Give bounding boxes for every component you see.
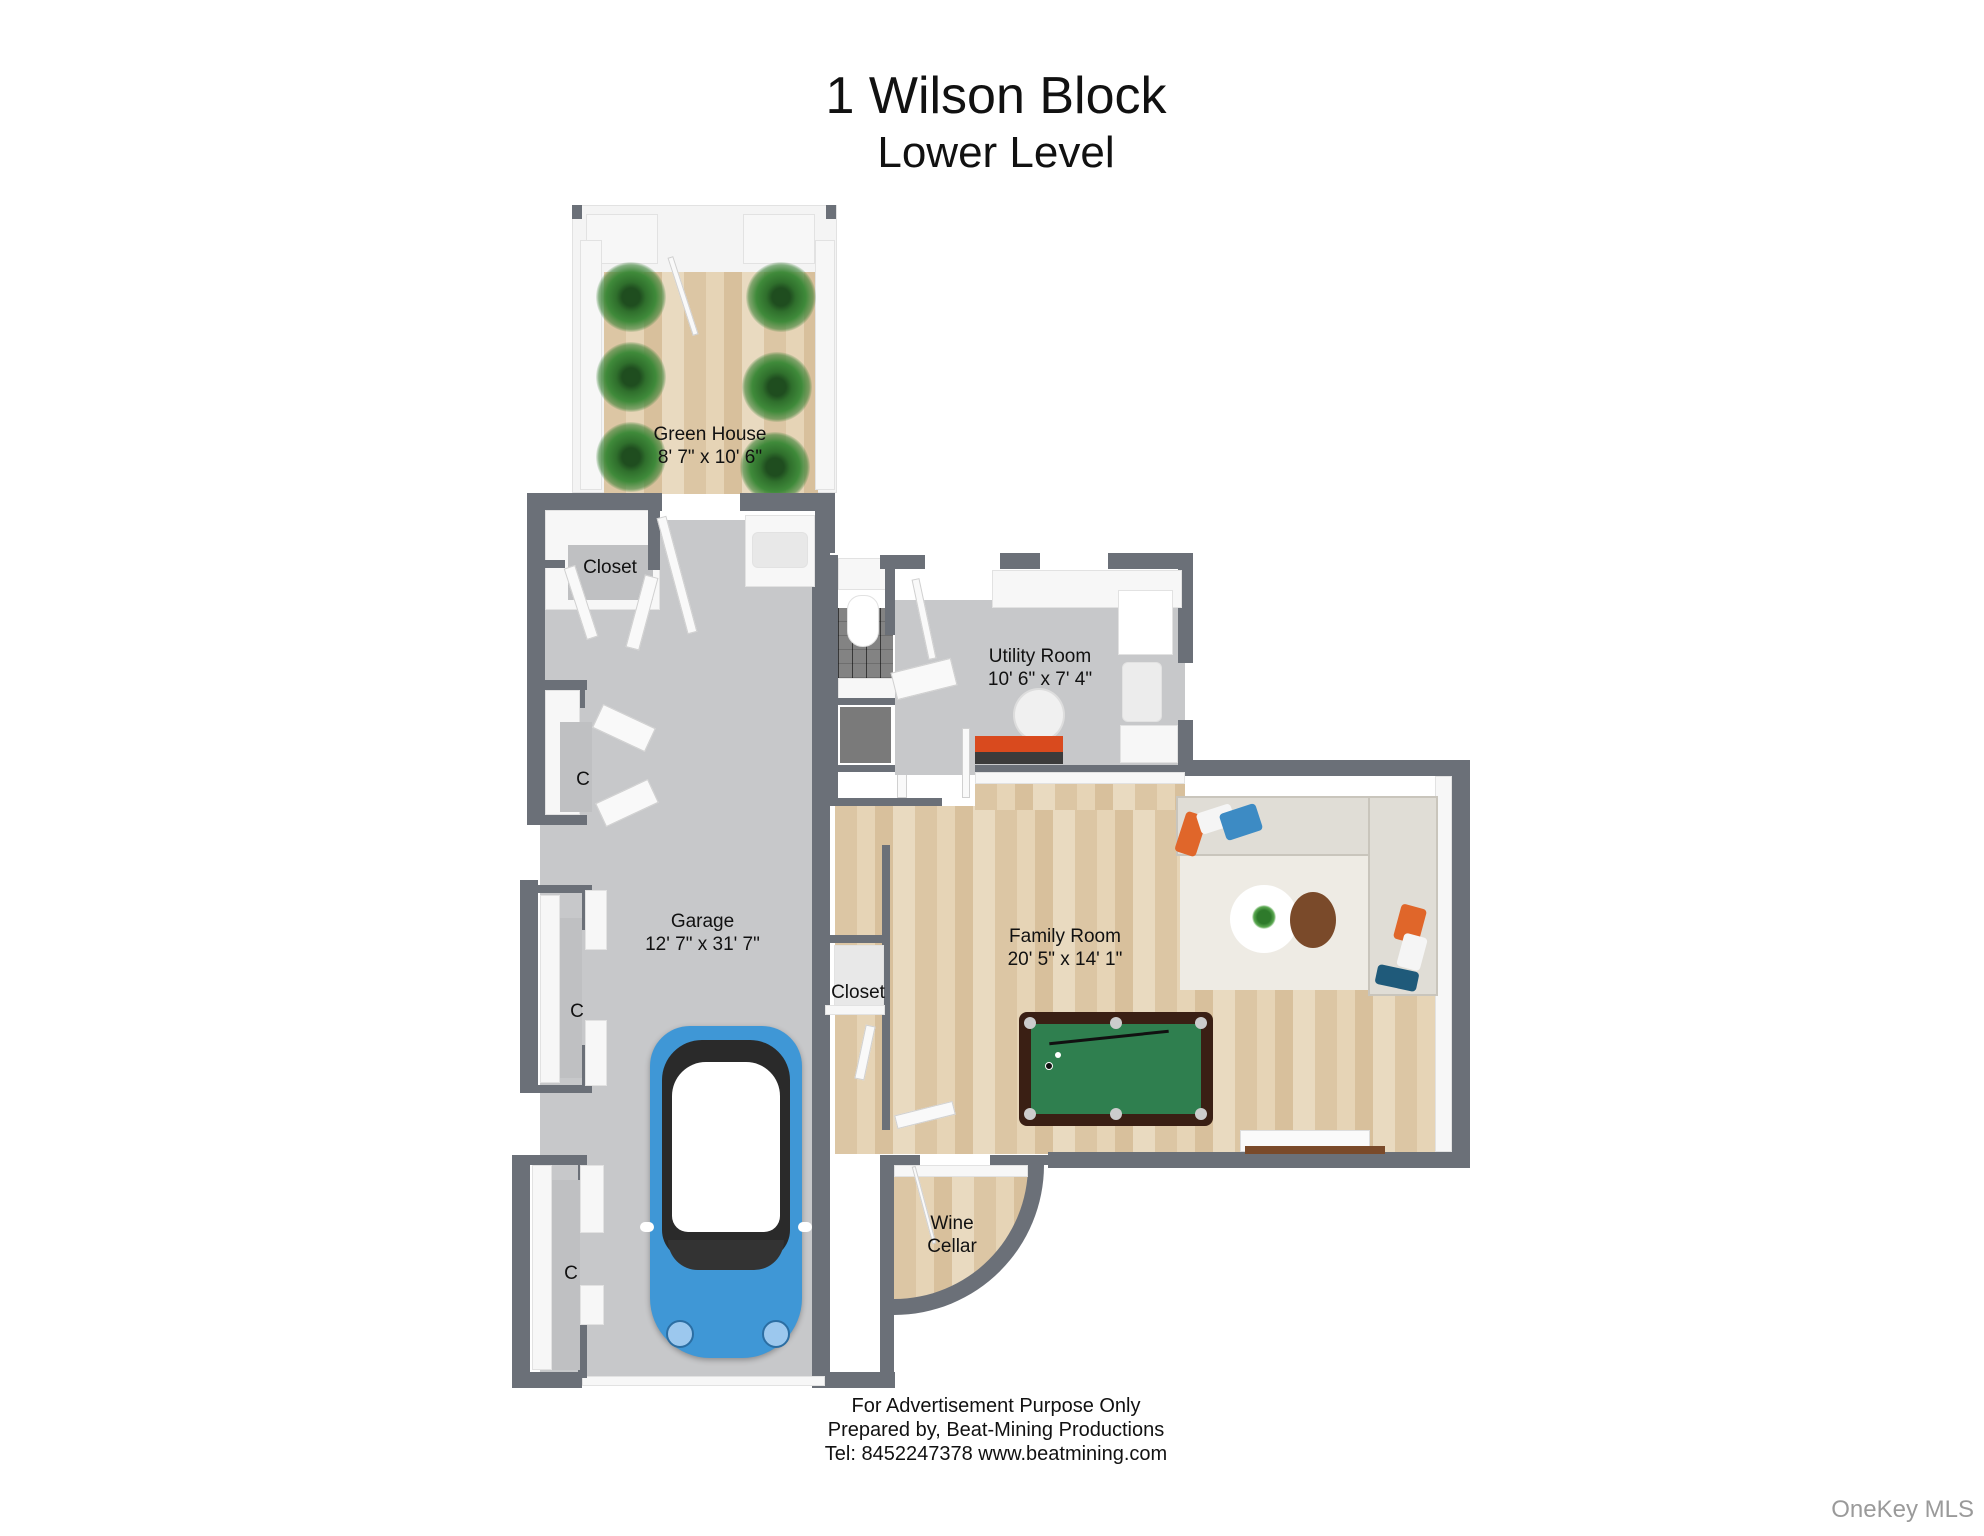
garage-label: Garage 12' 7" x 31' 7" <box>625 910 780 956</box>
water-heater-icon <box>1015 690 1063 740</box>
green-house-label: Green House 8' 7" x 10' 6" <box>640 423 780 469</box>
plant-icon <box>1252 905 1276 929</box>
wine-cellar-label: Wine Cellar <box>912 1212 992 1258</box>
room-name: Utility Room <box>988 646 1092 667</box>
plant-icon <box>596 262 666 332</box>
watermark: OneKey MLS <box>1831 1496 1974 1523</box>
room-name-line2: Cellar <box>927 1236 977 1257</box>
plan-title: 1 Wilson Block <box>825 67 1167 125</box>
closet-family-label: Closet <box>831 982 885 1003</box>
closet-c3-label: C <box>564 1263 578 1284</box>
plant-icon <box>746 262 816 332</box>
room-size: 10' 6" x 7' 4" <box>987 669 1093 690</box>
room-name: Green House <box>653 424 767 445</box>
room-name: Family Room <box>1009 926 1121 947</box>
plan-subtitle: Lower Level <box>877 128 1115 177</box>
side-table-icon <box>1290 892 1336 948</box>
footer-line-1: For Advertisement Purpose Only <box>851 1395 1141 1417</box>
toilet-icon <box>847 595 879 647</box>
plant-icon <box>740 432 810 502</box>
shower-icon <box>838 705 893 765</box>
footer-line-2: Prepared by, Beat-Mining Productions <box>827 1419 1165 1441</box>
family-room-label: Family Room 20' 5" x 14' 1" <box>995 925 1135 971</box>
room-size: 12' 7" x 31' 7" <box>645 934 760 955</box>
sink-icon <box>752 532 808 568</box>
utility-room-label: Utility Room 10' 6" x 7' 4" <box>975 645 1105 691</box>
car-icon <box>640 1026 812 1358</box>
closet-top-label: Closet <box>583 557 637 578</box>
pool-table-icon <box>1019 1012 1213 1126</box>
closet-c1-label: C <box>576 769 590 790</box>
room-name: Garage <box>670 911 735 932</box>
footer-line-3: Tel: 8452247378 www.beatmining.com <box>824 1443 1168 1465</box>
room-name: Wine <box>930 1213 974 1234</box>
plant-icon <box>596 422 666 492</box>
room-size: 8' 7" x 10' 6" <box>657 447 763 468</box>
sink-icon <box>1122 662 1162 722</box>
plant-icon <box>596 342 666 412</box>
room-size: 20' 5" x 14' 1" <box>1007 949 1123 970</box>
dryer-icon <box>1118 590 1173 655</box>
plant-icon <box>742 352 812 422</box>
closet-c2-label: C <box>570 1001 584 1022</box>
workbench-icon <box>975 736 1063 752</box>
